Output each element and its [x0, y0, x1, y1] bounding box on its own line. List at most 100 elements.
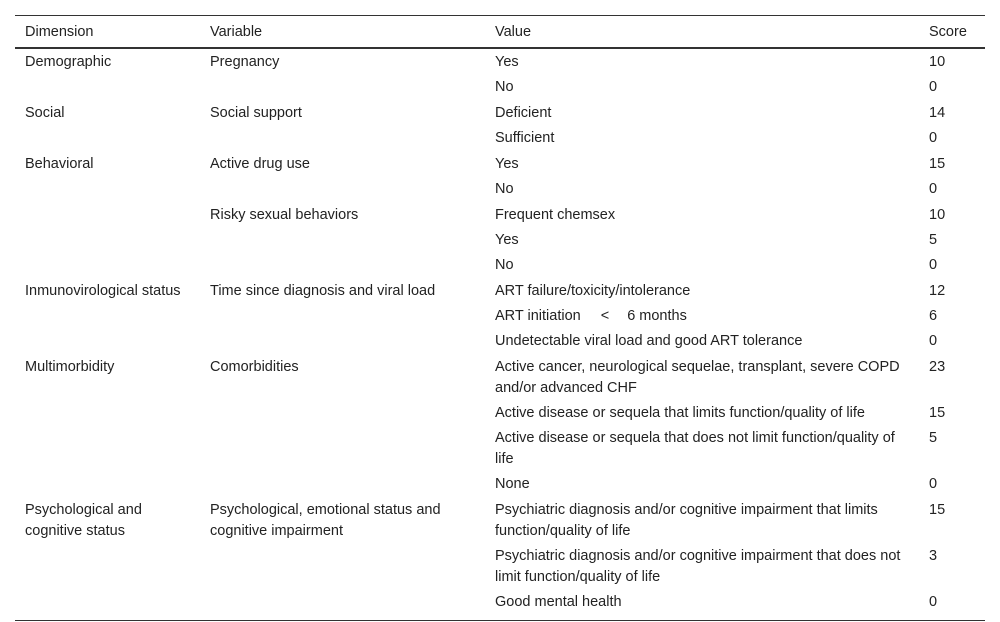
cell-value: Good mental health [495, 594, 622, 610]
cell-dimension: Multimorbidity [25, 359, 115, 375]
header-dimension: Dimension [25, 23, 94, 40]
cell-score: 15 [929, 405, 946, 421]
cell-variable [200, 228, 485, 253]
cell-variable [200, 126, 485, 151]
cell-score: 5 [929, 232, 938, 248]
cell-dimension [15, 590, 200, 621]
cell-variable: Social support [210, 105, 302, 121]
table-row: Inmunovirological status Time since diag… [15, 278, 985, 304]
cell-variable [200, 75, 485, 100]
table-row: No 0 [15, 253, 985, 278]
header-score: Score [929, 23, 967, 40]
cell-score: 0 [929, 257, 938, 273]
cell-score: 10 [929, 207, 946, 223]
cell-value: None [495, 476, 530, 492]
header-value: Value [495, 23, 532, 40]
cell-score: 5 [929, 430, 938, 446]
table-row: Risky sexual behaviors Frequent chemsex … [15, 202, 985, 228]
cell-score: 0 [929, 333, 938, 349]
table-row: None 0 [15, 472, 985, 497]
cell-dimension: Inmunovirological status [25, 283, 181, 299]
cell-dimension [15, 401, 200, 426]
table-row: Active disease or sequela that limits fu… [15, 401, 985, 426]
cell-score: 3 [929, 548, 938, 564]
cell-dimension: Demographic [25, 54, 112, 70]
cell-value: Deficient [495, 105, 552, 121]
cell-value: Active disease or sequela that limits fu… [495, 405, 865, 421]
cell-value: Active cancer, neurological sequelae, tr… [495, 359, 900, 396]
cell-score: 0 [929, 130, 938, 146]
cell-variable [200, 401, 485, 426]
table-row: Multimorbidity Comorbidities Active canc… [15, 354, 985, 401]
cell-value: Undetectable viral load and good ART tol… [495, 333, 803, 349]
table-row: Demographic Pregnancy Yes 10 [15, 48, 985, 75]
cell-variable [200, 329, 485, 354]
cell-score: 12 [929, 283, 946, 299]
table-header: Dimension Variable Value Score [15, 15, 985, 48]
cell-dimension [15, 544, 200, 590]
cell-variable: Psychological, emotional status and cogn… [210, 502, 441, 539]
cell-value: Yes [495, 54, 519, 70]
cell-value: No [495, 257, 514, 273]
score-table: Dimension Variable Value Score Demograph… [15, 15, 985, 621]
cell-value: Frequent chemsex [495, 207, 616, 223]
cell-dimension [15, 472, 200, 497]
cell-variable [200, 253, 485, 278]
table-row: Psychiatric diagnosis and/or cognitive i… [15, 544, 985, 590]
cell-dimension: Behavioral [25, 156, 94, 172]
cell-score: 15 [929, 502, 946, 518]
cell-score: 23 [929, 359, 946, 375]
cell-dimension [15, 177, 200, 202]
value-text: ART initiation [495, 308, 581, 324]
table-row: Active disease or sequela that does not … [15, 426, 985, 472]
less-than-symbol: < [600, 308, 610, 324]
cell-value: Psychiatric diagnosis and/or cognitive i… [495, 548, 901, 585]
cell-variable: Time since diagnosis and viral load [210, 283, 436, 299]
cell-value: Yes [495, 232, 519, 248]
table-row: Sufficient 0 [15, 126, 985, 151]
cell-dimension [15, 228, 200, 253]
cell-score: 0 [929, 181, 938, 197]
table-row: Good mental health 0 [15, 590, 985, 621]
cell-value: Sufficient [495, 130, 555, 146]
cell-score: 6 [929, 308, 938, 324]
table-row: Undetectable viral load and good ART tol… [15, 329, 985, 354]
cell-dimension: Social [25, 105, 65, 121]
table-row: Behavioral Active drug use Yes 15 [15, 151, 985, 177]
table-row: ART initiation <6 months 6 [15, 304, 985, 329]
cell-dimension [15, 253, 200, 278]
cell-variable [200, 304, 485, 329]
score-table-container: Dimension Variable Value Score Demograph… [15, 15, 985, 621]
cell-score: 0 [929, 79, 938, 95]
cell-dimension [15, 202, 200, 228]
cell-variable: Pregnancy [210, 54, 280, 70]
cell-value: No [495, 181, 514, 197]
header-row: Dimension Variable Value Score [15, 15, 985, 48]
cell-variable [200, 426, 485, 472]
table-body: Demographic Pregnancy Yes 10 No 0 Social… [15, 48, 985, 621]
cell-variable [200, 177, 485, 202]
cell-dimension [15, 126, 200, 151]
cell-variable [200, 544, 485, 590]
cell-score: 0 [929, 594, 938, 610]
cell-score: 14 [929, 105, 946, 121]
cell-variable [200, 590, 485, 621]
value-suffix: 6 months [627, 308, 687, 324]
table-row: Psychological and cognitive status Psych… [15, 497, 985, 544]
cell-value: No [495, 79, 514, 95]
cell-score: 0 [929, 476, 938, 492]
cell-dimension [15, 75, 200, 100]
header-variable: Variable [210, 23, 263, 40]
table-row: Social Social support Deficient 14 [15, 100, 985, 126]
cell-variable [200, 472, 485, 497]
table-row: No 0 [15, 177, 985, 202]
cell-score: 10 [929, 54, 946, 70]
cell-variable: Comorbidities [210, 359, 299, 375]
cell-variable: Active drug use [210, 156, 310, 172]
cell-dimension: Psychological and cognitive status [25, 502, 142, 539]
cell-value: ART failure/toxicity/intolerance [495, 283, 691, 299]
cell-dimension [15, 329, 200, 354]
cell-dimension [15, 304, 200, 329]
cell-value: Active disease or sequela that does not … [495, 430, 895, 467]
cell-variable: Risky sexual behaviors [210, 207, 359, 223]
